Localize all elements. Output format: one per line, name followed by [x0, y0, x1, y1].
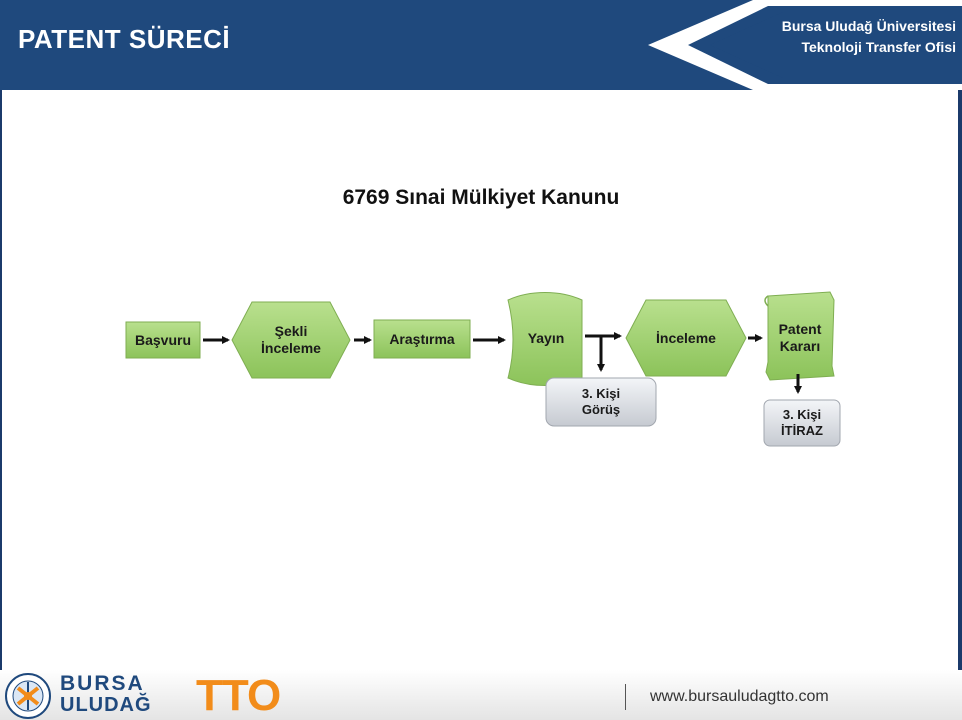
logo-word-bursa: BURSA	[60, 672, 145, 695]
slide-subtitle: 6769 Sınai Mülkiyet Kanunu	[342, 186, 620, 209]
node-patent-karari-shape	[765, 291, 835, 381]
university-seal-icon	[5, 673, 51, 719]
frame-border-right	[958, 90, 962, 670]
org-line-2: Teknoloji Transfer Ofisi	[801, 39, 956, 55]
node-arastirma-shape	[373, 319, 471, 359]
footer-bar	[0, 670, 962, 720]
page-title: PATENT SÜRECİ	[18, 24, 231, 54]
node-inceleme-label: İnceleme	[656, 329, 716, 346]
chevron-decoration	[648, 0, 962, 90]
org-line-1: Bursa Uludağ Üniversitesi	[781, 18, 956, 34]
frame-border-left	[0, 90, 2, 670]
footer-divider	[625, 684, 626, 710]
node-kisi-gorus-shape	[545, 377, 657, 427]
scroll-curl-decoration	[764, 295, 769, 307]
node-sekli-inceleme-shape	[231, 301, 351, 379]
node-basvuru-shape	[125, 321, 201, 359]
header-bar: PATENT SÜRECİ Bursa Uludağ Üniversitesi …	[0, 0, 962, 90]
node-patent-karari-label: Patent Kararı	[778, 321, 822, 354]
node-inceleme-shape	[625, 299, 747, 377]
organization-name: Bursa Uludağ Üniversitesi Teknoloji Tran…	[696, 16, 956, 58]
node-kisi-itiraz-label: 3. Kişi İTİRAZ	[781, 407, 823, 438]
node-sekli-inceleme-label: Şekli İnceleme	[261, 323, 321, 356]
logo-tto: TTO	[196, 671, 281, 720]
node-basvuru-label: Başvuru	[134, 331, 192, 348]
node-kisi-itiraz-shape	[763, 399, 841, 447]
node-yayin-label: Yayın	[527, 329, 565, 346]
logo-word-uludag: ULUDAĞ	[60, 694, 152, 716]
node-arastirma-label: Araştırma	[389, 330, 455, 347]
node-kisi-gorus-label: 3. Kişi Görüş	[581, 386, 621, 417]
footer-website-link[interactable]: www.bursauludagtto.com	[650, 688, 829, 705]
